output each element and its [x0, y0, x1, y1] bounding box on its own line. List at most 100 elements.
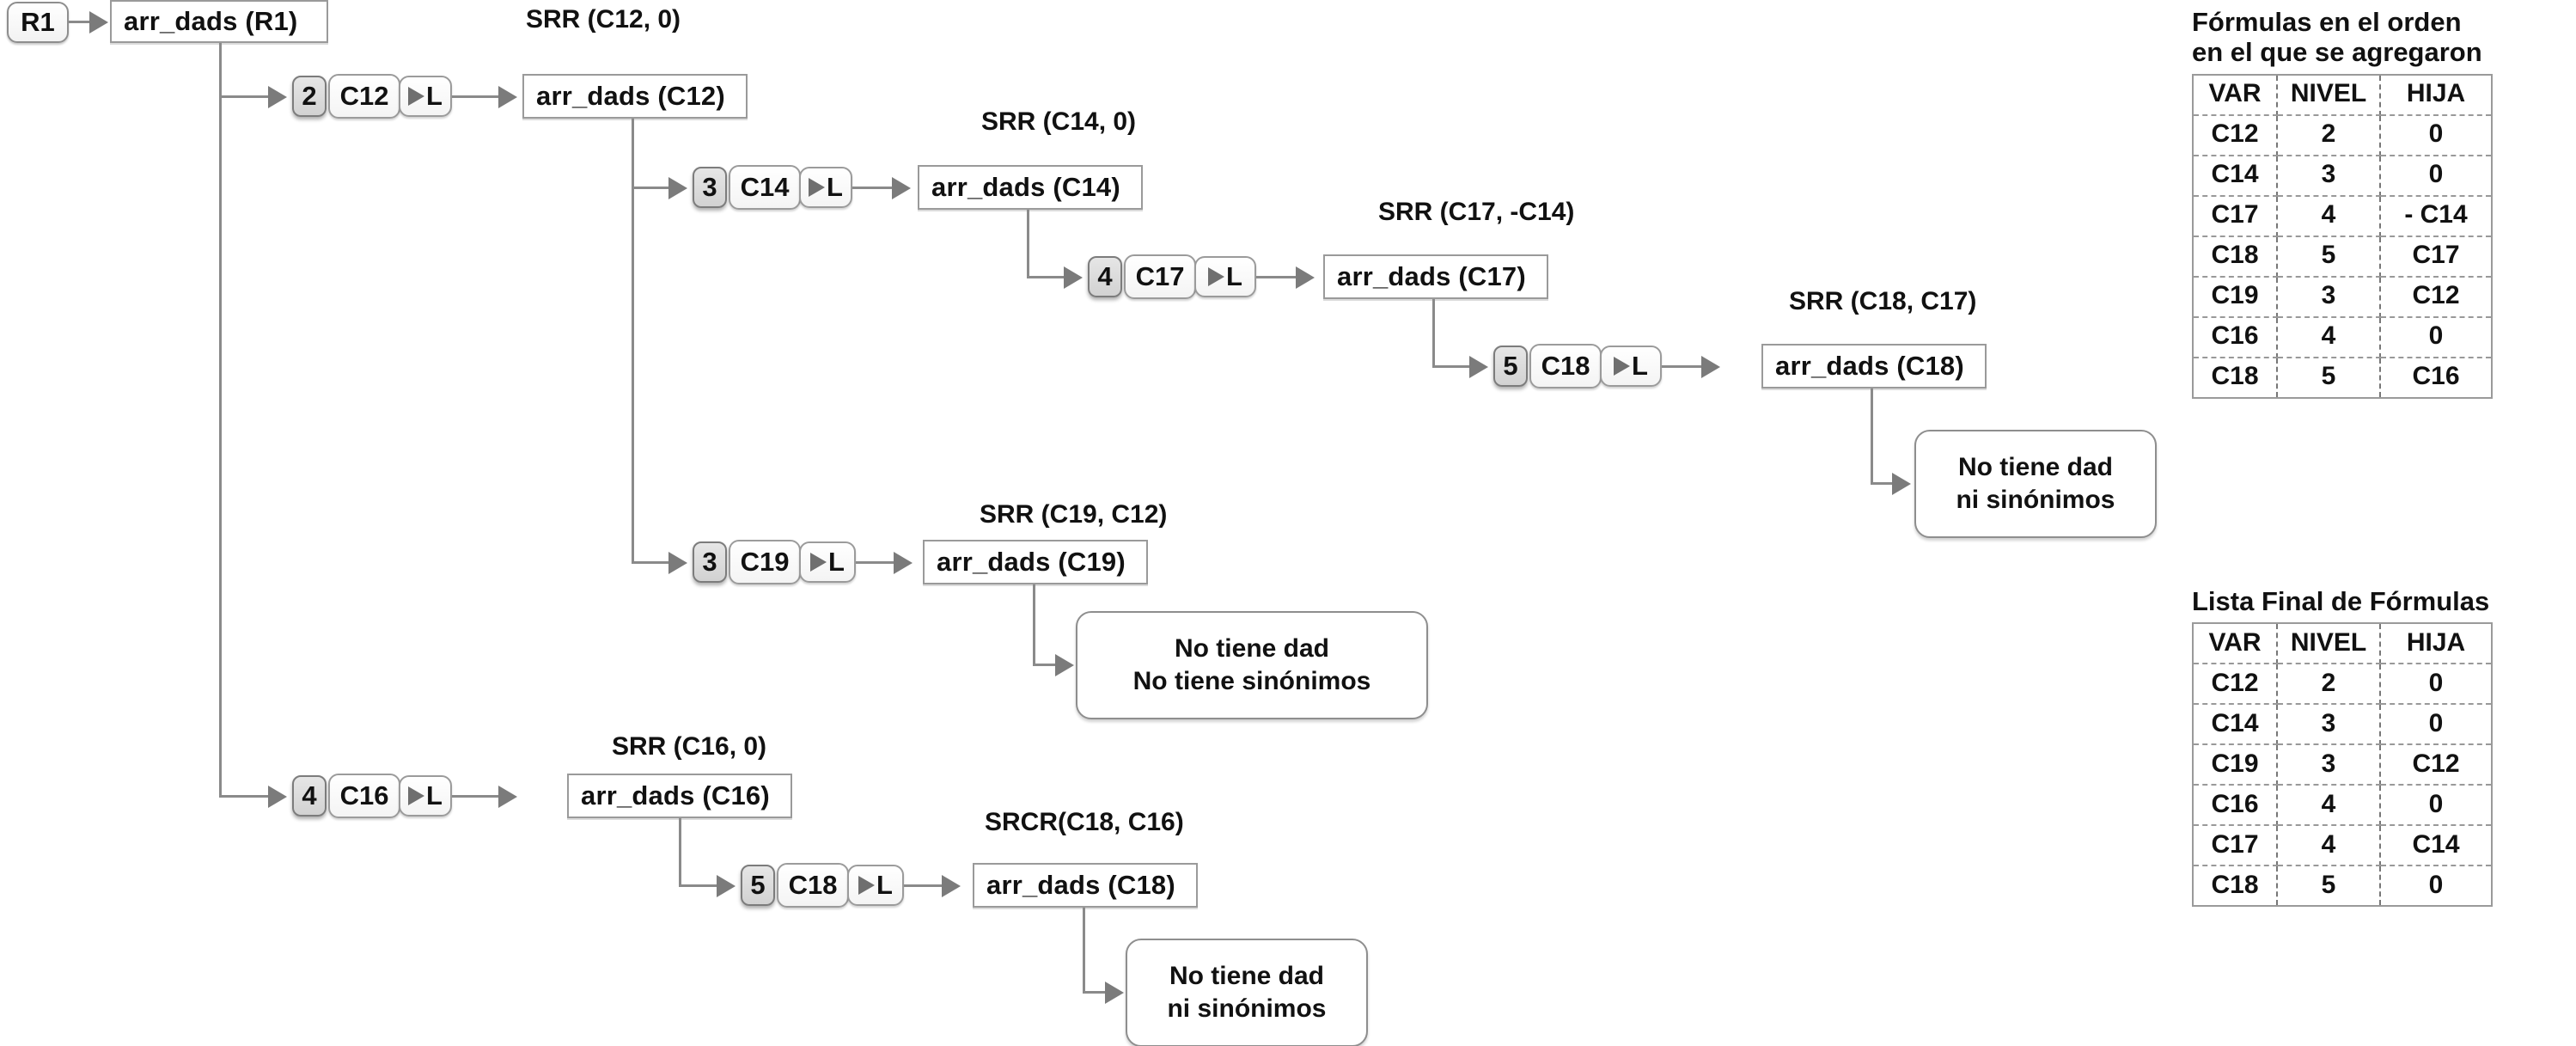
arrowhead-c14-box [892, 177, 911, 199]
cell-hija: - C14 [2380, 195, 2492, 237]
chip-tail-c16: L [399, 775, 452, 817]
inline-arrow-icon [858, 876, 876, 895]
cell-var: C16 [2193, 316, 2278, 358]
node-arr-dads-r1: arr_dads (R1) [110, 0, 328, 43]
note-line-2: No tiene sinónimos [1132, 667, 1371, 695]
cell-nivel: 4 [2277, 195, 2381, 237]
cell-var: C14 [2193, 704, 2278, 746]
arrowhead-c18a-note [1892, 473, 1911, 495]
chip-tail-label: L [1226, 261, 1242, 291]
table-header-row: VAR NIVEL HIJA [2193, 74, 2492, 116]
chip-var-c16: C16 [328, 774, 400, 818]
chip-level-c17: 4 [1088, 256, 1122, 297]
chip-tail-c19: L [799, 541, 856, 583]
arrowhead-c14-chip [668, 177, 687, 199]
connector-c16chip-to-box [452, 795, 500, 798]
cell-nivel: 3 [2277, 155, 2381, 197]
caption-srr-c16: SRR (C16, 0) [612, 732, 767, 761]
cell-nivel: 2 [2277, 664, 2381, 706]
chip-level-c18a: 5 [1493, 346, 1528, 387]
inline-arrow-icon [810, 553, 827, 572]
cell-var: C14 [2193, 155, 2278, 197]
connector-root-to-c12 [219, 95, 271, 98]
connector-c12-to-c19 [632, 561, 672, 564]
arrowhead-c18b-box [942, 875, 961, 897]
cell-hija: 0 [2380, 114, 2492, 156]
table-row: C14 3 0 [2193, 704, 2492, 746]
cell-hija: 0 [2380, 316, 2492, 358]
table-row: C18 5 C17 [2193, 236, 2492, 278]
cell-var: C18 [2193, 236, 2278, 278]
cell-hija: 0 [2428, 870, 2444, 899]
arrowhead-c18b-chip [717, 875, 736, 897]
table-row: C14 3 0 [2193, 155, 2492, 197]
cell-nivel: 4 [2277, 825, 2381, 867]
table-row: C12 2 0 [2193, 664, 2492, 706]
cell-nivel: 5 [2277, 236, 2381, 278]
table-row: C19 3 C12 [2193, 276, 2492, 318]
trunk-c14 [1027, 210, 1029, 278]
node-arr-dads-c12: arr_dads (C12) [522, 74, 748, 119]
connector-c18a-to-note [1871, 482, 1896, 485]
table-row: C16 4 0 [2193, 785, 2492, 827]
arrowhead-c19-box [894, 552, 913, 574]
connector-r1-to-rootbox [69, 21, 91, 23]
caption-srr-c12: SRR (C12, 0) [526, 5, 681, 34]
inline-arrow-icon [1614, 357, 1631, 376]
trunk-c16 [679, 818, 681, 886]
table-row: C19 3 C12 [2193, 744, 2492, 786]
cell-nivel: 2 [2277, 114, 2381, 156]
trunk-c18b [1083, 908, 1085, 993]
cell-hija: C16 [2412, 362, 2460, 391]
chip-var-c17: C17 [1124, 254, 1196, 299]
caption-srr-c19: SRR (C19, C12) [980, 500, 1168, 529]
note-c18b-no-parent: No tiene dad ni sinónimos [1126, 939, 1368, 1046]
table-row: C17 4 - C14 [2193, 195, 2492, 237]
cell-var: C18 [2193, 866, 2278, 907]
cell-hija: 0 [2380, 704, 2492, 746]
cell-nivel: 3 [2277, 276, 2381, 318]
table-header-row: VAR NIVEL HIJA [2193, 623, 2492, 665]
chip-level-c18b: 5 [741, 865, 775, 906]
cell-hija: 0 [2380, 155, 2492, 197]
trunk-c18a [1871, 388, 1873, 484]
node-arr-dads-c18b: arr_dads (C18) [973, 863, 1198, 908]
note-line-1: No tiene dad [1174, 633, 1329, 663]
cell-hija: 0 [2380, 664, 2492, 706]
root-pill: R1 [7, 2, 69, 43]
chip-var-c18a: C18 [1529, 344, 1602, 388]
table-final-list: Lista Final de Fórmulas VAR NIVEL HIJA C… [2192, 586, 2493, 908]
note-c19-no-parent: No tiene dad No tiene sinónimos [1076, 611, 1428, 719]
chip-var-c14: C14 [729, 165, 801, 210]
title-line-2: en el que se agregaron [2192, 37, 2482, 68]
header-hija: HIJA [2380, 74, 2492, 116]
cell-nivel: 4 [2277, 785, 2381, 827]
chip-level-c16: 4 [292, 775, 327, 817]
chip-var-c19: C19 [729, 540, 801, 584]
arrowhead-c17-box [1296, 266, 1315, 289]
connector-c19-to-note [1033, 664, 1059, 666]
node-arr-dads-c18a: arr_dads (C18) [1761, 344, 1987, 388]
cell-nivel: 5 [2277, 357, 2381, 398]
arrowhead-rootbox [89, 11, 108, 34]
cell-hija: C17 [2380, 236, 2492, 278]
cell-nivel: 4 [2277, 316, 2381, 358]
connector-c18achip-to-box [1662, 365, 1705, 368]
connector-c18bchip-to-box [904, 884, 945, 887]
note-line-2: ni sinónimos [1167, 994, 1327, 1023]
caption-srr-c18a: SRR (C18, C17) [1789, 287, 1977, 315]
chip-level-c19: 3 [693, 541, 727, 583]
arrowhead-c18b-note [1105, 982, 1124, 1004]
table-row: C12 2 0 [2193, 114, 2492, 156]
caption-srr-c17: SRR (C17, -C14) [1378, 198, 1575, 226]
chip-level-c12: 2 [292, 76, 327, 117]
table-row: C18 5 0 [2193, 866, 2492, 907]
chip-tail-label: L [876, 870, 893, 900]
chip-tail-label: L [426, 81, 443, 111]
header-var: VAR [2193, 623, 2278, 665]
table-added-order-title: Fórmulas en el orden en el que se agrega… [2192, 7, 2493, 68]
table-row: C18 5 C16 [2193, 357, 2492, 398]
chip-level-c14: 3 [693, 167, 727, 208]
chip-tail-label: L [827, 172, 843, 202]
note-c18a-no-parent: No tiene dad ni sinónimos [1914, 430, 2157, 538]
